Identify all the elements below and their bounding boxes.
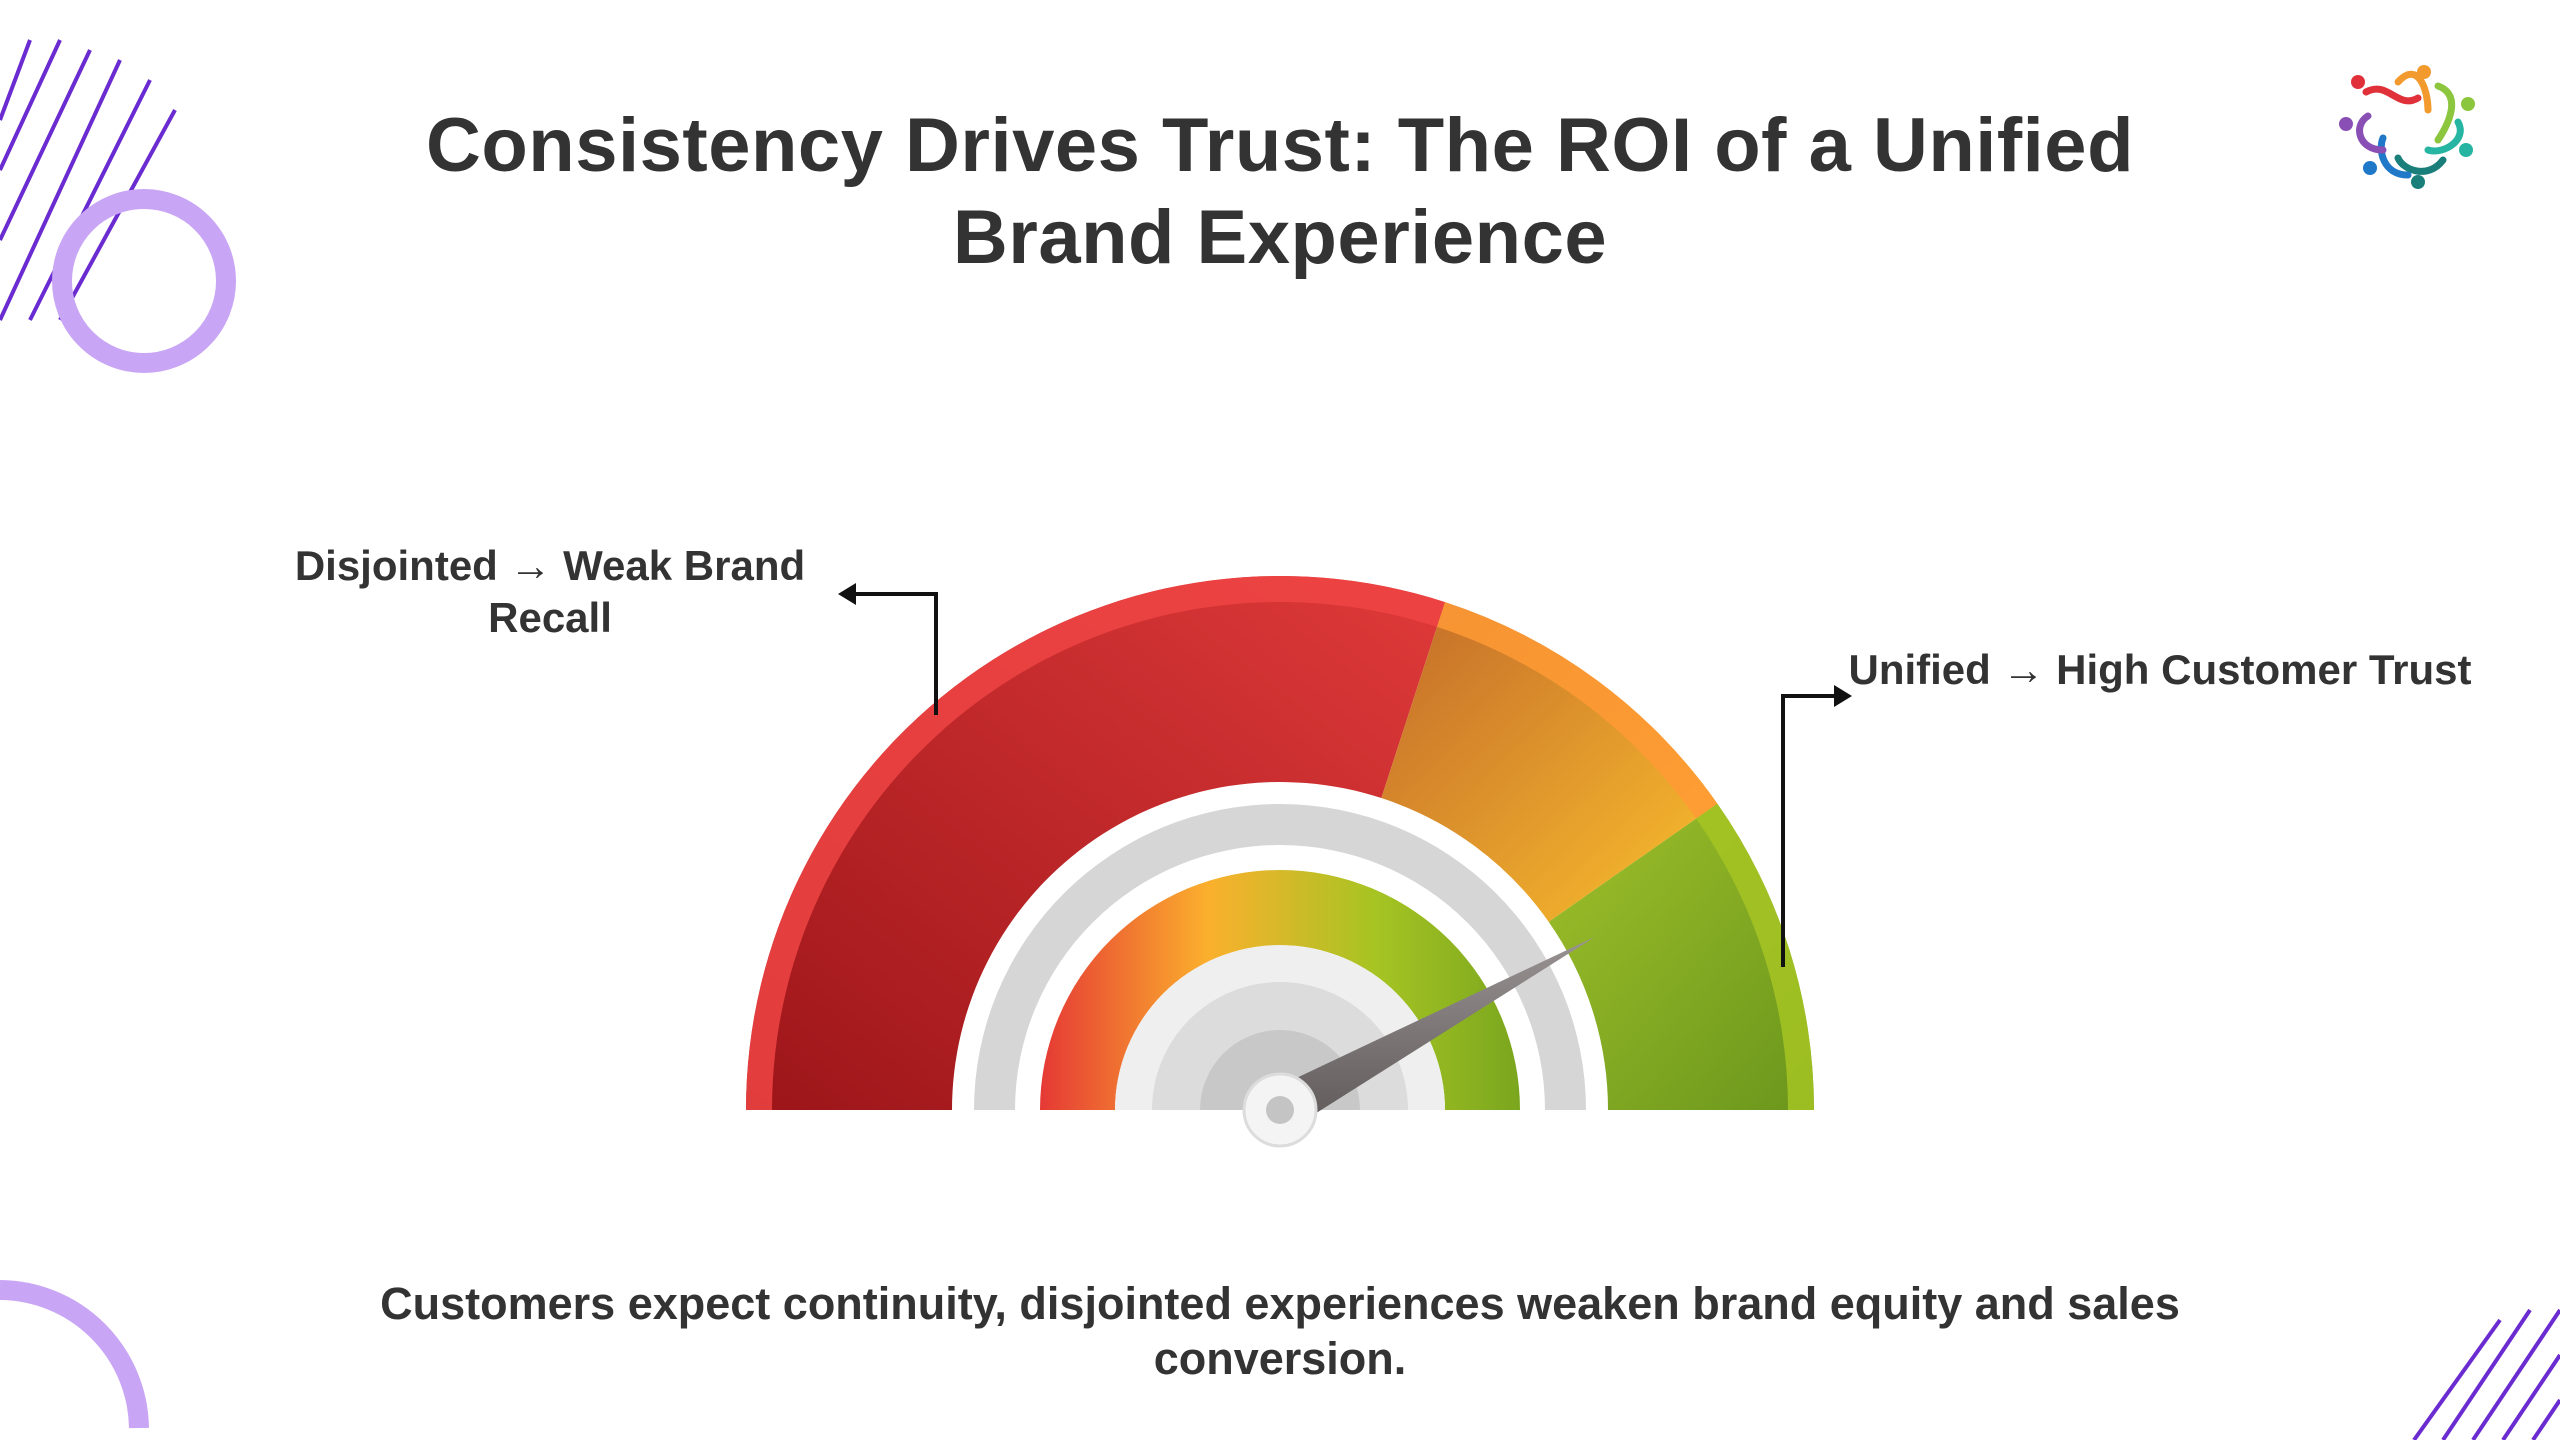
gauge-segment-red xyxy=(746,575,1446,1110)
gauge-rim-orange xyxy=(1436,602,1718,819)
stripes-decoration-top-left xyxy=(0,39,177,321)
stripes-decoration-bottom-right xyxy=(2412,1308,2560,1440)
gauge-needle xyxy=(1269,936,1596,1130)
gauge-rim-green xyxy=(1696,803,1815,1110)
page-title: Consistency Drives Trust: The ROI of a U… xyxy=(426,103,2134,280)
right-callout-arrow xyxy=(1781,685,1852,967)
gauge-gray-ring xyxy=(974,804,1586,1110)
unified-label: Unified → High Customer Trust xyxy=(1848,646,2472,693)
gauge-needle-hub-center xyxy=(1266,1096,1294,1124)
community-logo xyxy=(2339,65,2475,189)
disjointed-label: Disjointed → Weak Brand Recall xyxy=(294,542,806,641)
gauge xyxy=(746,575,1815,1148)
ring-decoration-bottom-left xyxy=(0,1280,149,1429)
left-callout-arrow xyxy=(838,583,938,715)
footer-caption: Customers expect continuity, disjointed … xyxy=(380,1278,2180,1384)
gauge-inner-color-band xyxy=(1040,870,1520,1110)
ring-decoration-top-left xyxy=(52,189,236,373)
gauge-segment-orange xyxy=(1381,602,1718,922)
